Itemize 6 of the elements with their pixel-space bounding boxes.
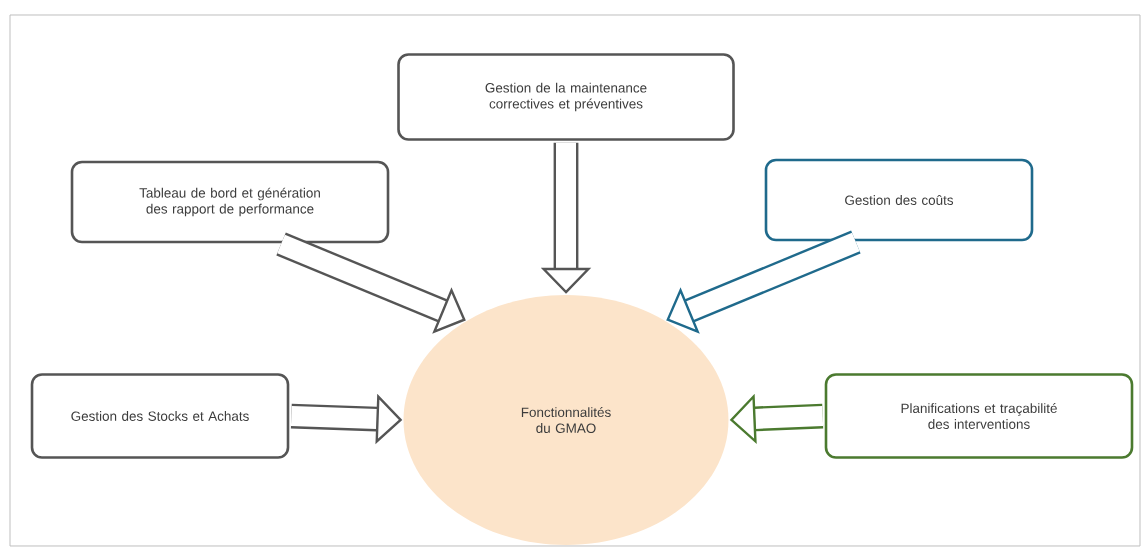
block-arrow: [666, 230, 861, 334]
topic-box: Gestion des coûts: [764, 158, 1034, 242]
topic-box: Gestion de la maintenance correctives et préventives: [397, 53, 735, 141]
topic-box: Planifications et traçabilité des interventions: [824, 373, 1134, 459]
topic-box: Tableau de bord et génération des rapport de performance: [70, 160, 390, 244]
topic-box: Gestion des Stocks et Achats: [30, 373, 290, 459]
